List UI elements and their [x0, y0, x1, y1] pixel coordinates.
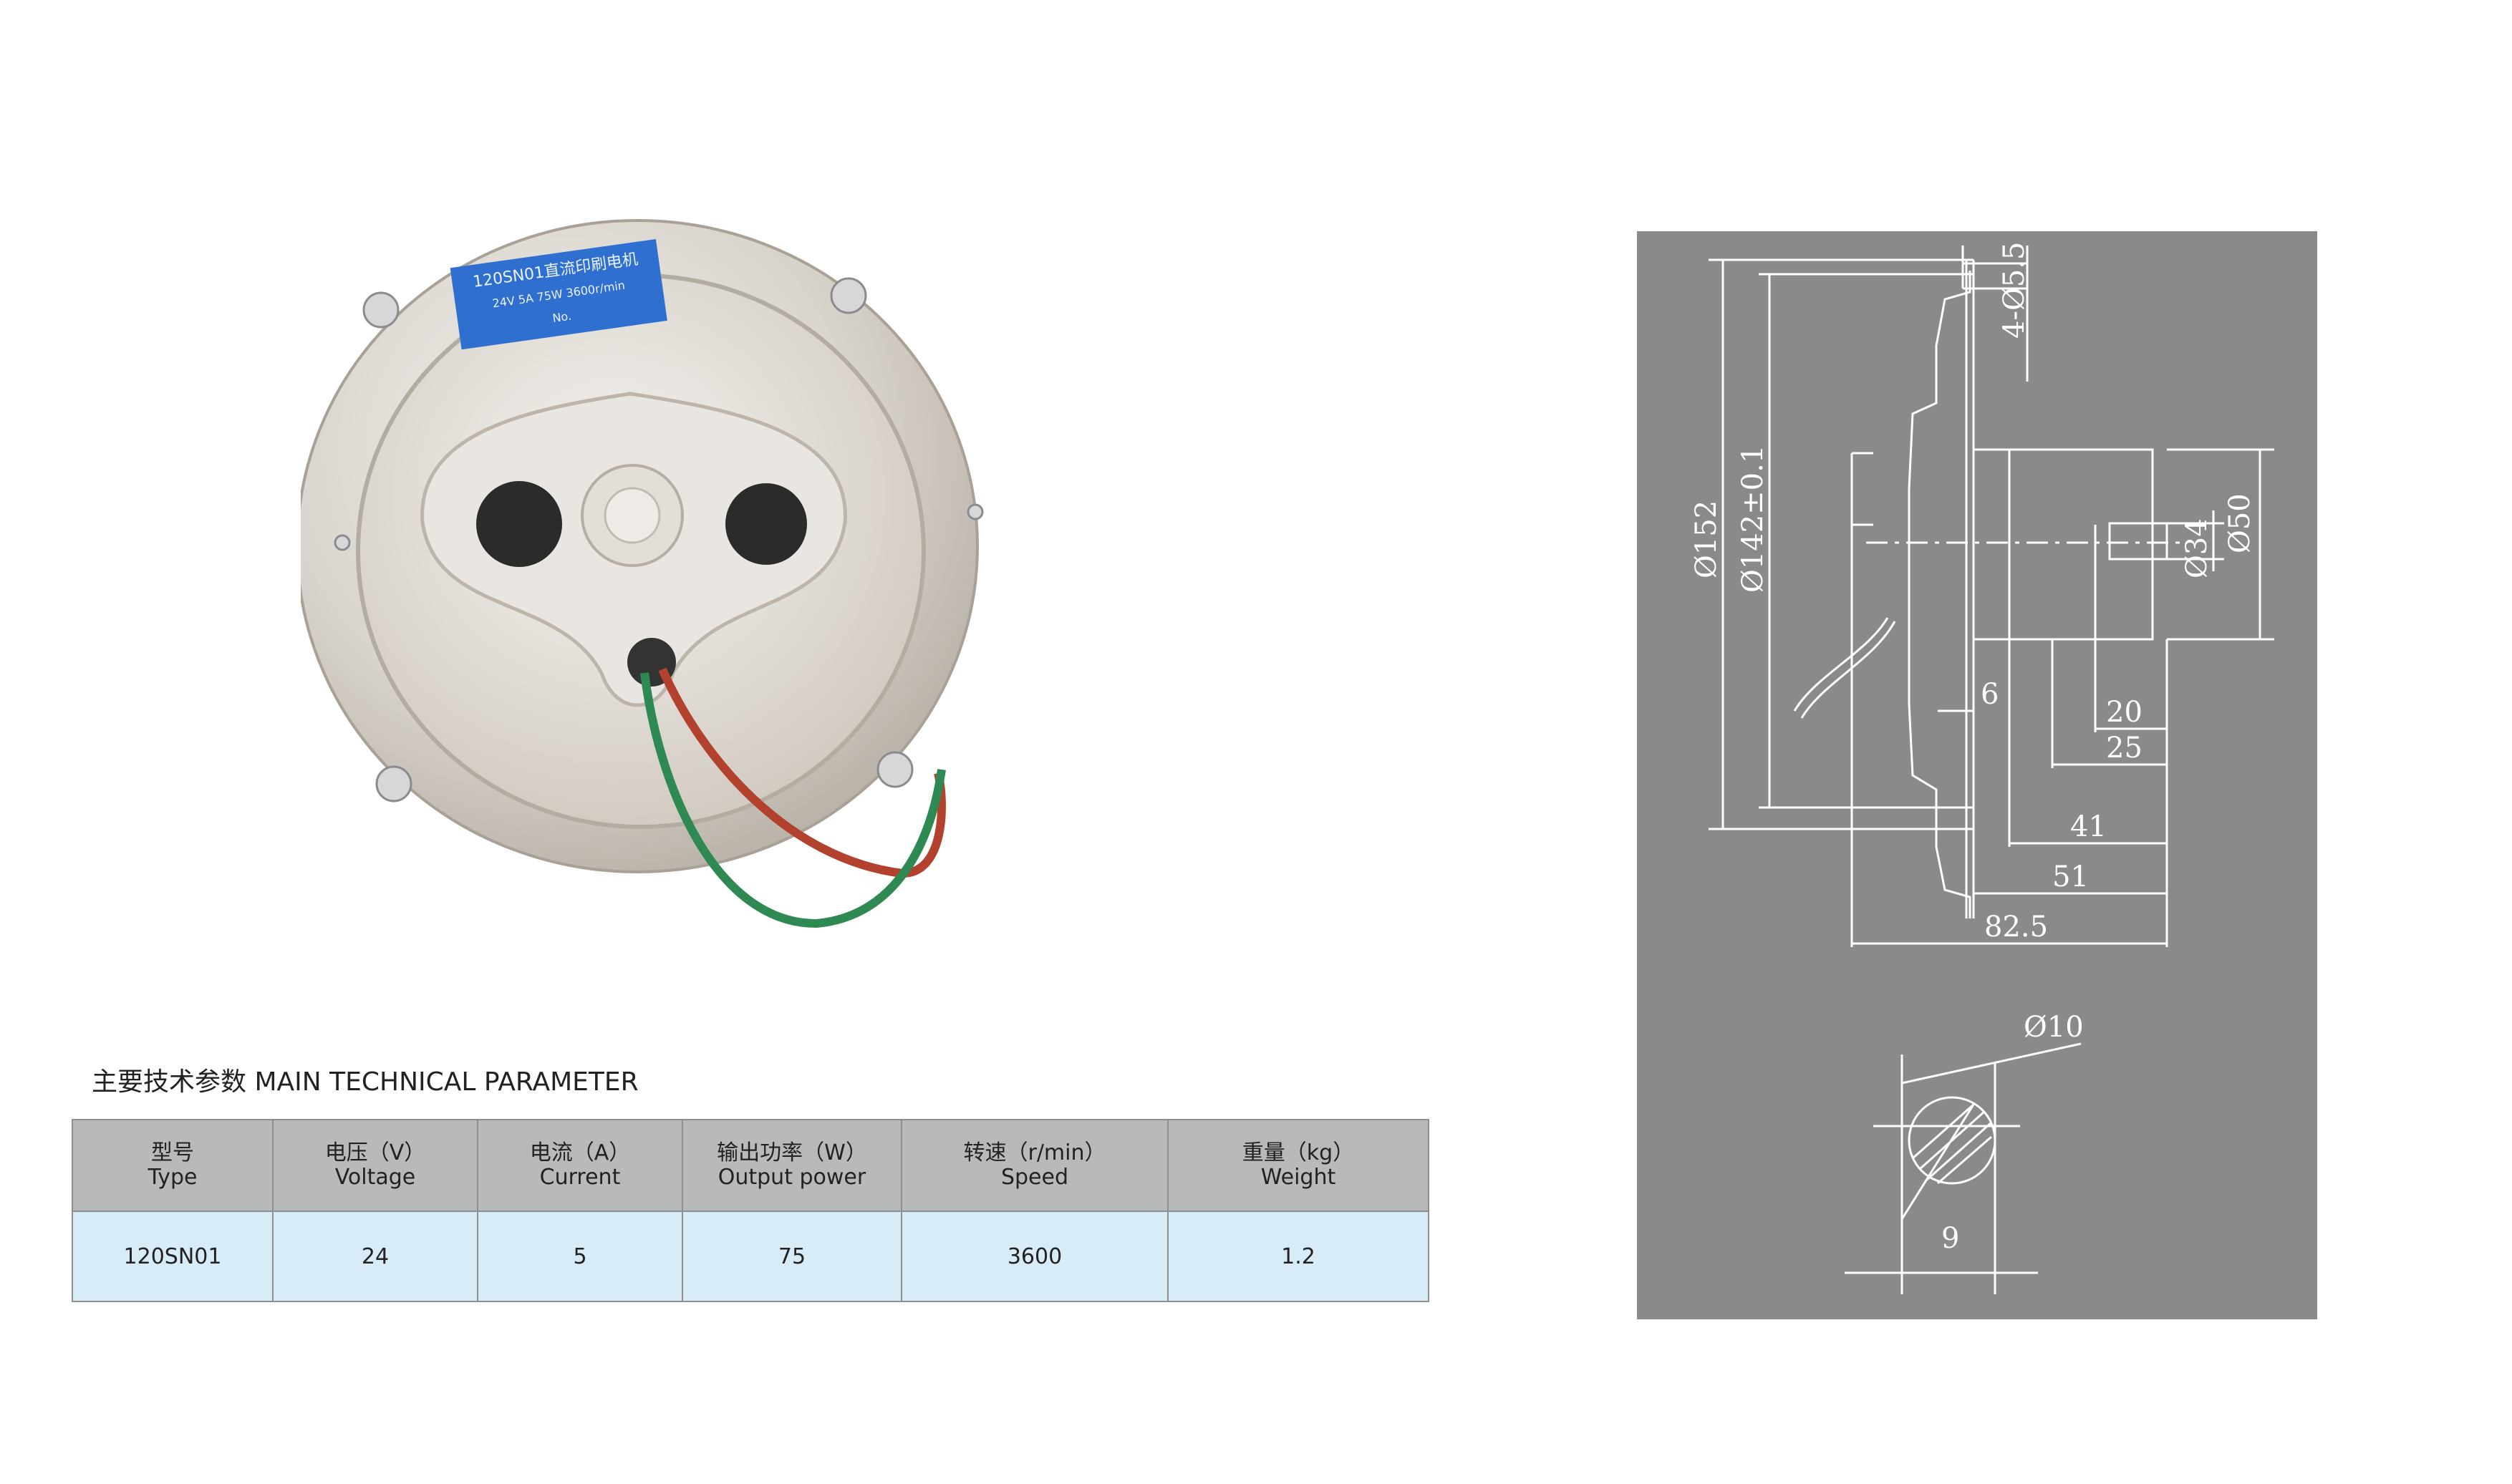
dim-20: 20: [2106, 696, 2143, 729]
drawing-lines: [1709, 246, 2274, 1294]
header-weight: 重量（kg）Weight: [1167, 1119, 1429, 1212]
wire-green: [640, 672, 946, 928]
header-speed: 转速（r/min）Speed: [901, 1119, 1169, 1212]
cell-speed: 3600: [901, 1211, 1169, 1302]
brush-cap-right: [725, 483, 807, 565]
nameplate-serial: No.: [551, 309, 572, 326]
dim-6: 6: [1981, 678, 1999, 711]
cell-weight: 1.2: [1167, 1211, 1429, 1302]
dim-d50: Ø50: [2223, 493, 2256, 553]
motor-photo: 120SN01直流印刷电机 24V 5A 75W 3600r/min No.: [296, 215, 1017, 966]
header-output-power: 输出功率（W）Output power: [682, 1119, 902, 1212]
dim-9: 9: [1941, 1222, 1959, 1255]
header-current: 电流（A）Current: [477, 1119, 683, 1212]
dim-d34: Ø34: [2180, 518, 2213, 578]
dim-41: 41: [2070, 810, 2107, 843]
dim-51: 51: [2052, 860, 2089, 893]
dim-25: 25: [2106, 732, 2143, 765]
wire-red: [658, 667, 946, 878]
dim-82-5: 82.5: [1984, 911, 2048, 944]
cell-voltage: 24: [272, 1211, 478, 1302]
brush-cap-left: [476, 481, 562, 567]
dim-holes: 4-Ø5.5: [1998, 242, 2031, 339]
table-row: 120SN01 24 5 75 3600 1.2: [72, 1211, 1429, 1302]
cell-type: 120SN01: [72, 1211, 274, 1302]
section-title: 主要技术参数 MAIN TECHNICAL PARAMETER: [92, 1067, 639, 1097]
dim-d152: Ø152: [1690, 500, 1723, 578]
cell-current: 5: [477, 1211, 683, 1302]
screws: [334, 277, 984, 802]
dim-d142: Ø142±0.1: [1736, 445, 1769, 593]
dim-d10: Ø10: [2024, 1011, 2084, 1044]
header-voltage: 电压（V）Voltage: [272, 1119, 478, 1212]
cell-output-power: 75: [682, 1211, 902, 1302]
dimension-drawing: 4-Ø5.5 Ø152 Ø142±0.1 Ø34 Ø50 6 20 25 41 …: [1637, 231, 2317, 1319]
